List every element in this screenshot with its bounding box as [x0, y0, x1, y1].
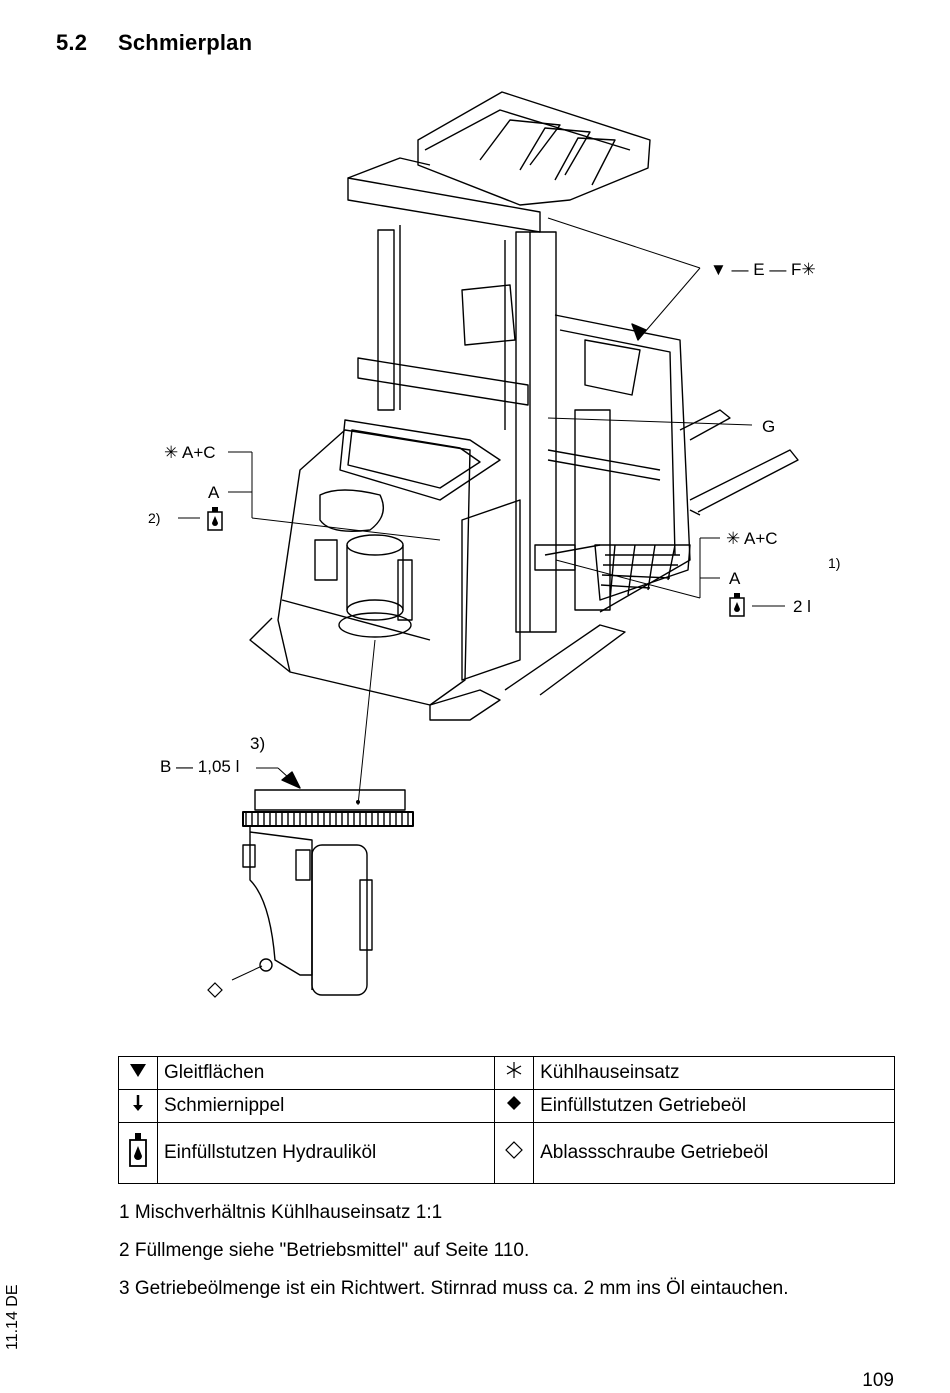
legend-row: Gleitflächen Kühlhauseinsatz	[118, 1056, 895, 1090]
leader-lines	[178, 217, 785, 981]
legend-label: Einfüllstutzen Getriebeöl	[533, 1089, 895, 1123]
callout-right-a: A	[729, 569, 741, 588]
forks	[679, 409, 799, 516]
operator-frame	[461, 284, 691, 613]
legend-label: Schmiernippel	[156, 1089, 496, 1123]
note-2: 2 Füllmenge siehe "Betriebsmittel" auf S…	[119, 1240, 530, 1261]
outline-diamond-icon	[207, 982, 223, 998]
legend-symbol-cell	[118, 1089, 158, 1123]
gearbox-detail	[242, 789, 414, 996]
hydraulic-oil-filler-icon	[207, 507, 223, 531]
legend-label: Kühlhauseinsatz	[533, 1056, 895, 1090]
callout-right-ac: ✳ A+C	[726, 529, 778, 548]
callout-sliding-surfaces: ▼ — E — F✳	[710, 260, 816, 279]
callout-left-ac: ✳ A+C	[164, 443, 216, 462]
legend-label: Ablassschraube Getriebeöl	[533, 1122, 895, 1184]
callout-note-3: 3)	[250, 734, 266, 753]
legend-symbol-cell	[118, 1122, 158, 1184]
section-title: Schmierplan	[118, 30, 253, 55]
lubrication-diagram	[178, 91, 799, 998]
hydraulic-oil-filler-icon	[729, 593, 745, 617]
legend-label: Gleitflächen	[156, 1056, 496, 1090]
gear-oil-filler-marker	[356, 800, 360, 804]
section-number: 5.2	[56, 30, 88, 55]
hydraulic-oil-filler-icon	[129, 1133, 147, 1167]
date-code: 11.14 DE	[4, 1284, 21, 1350]
callout-note-2: 2)	[148, 510, 161, 526]
legend-table: Gleitflächen Kühlhauseinsatz Schmiernipp…	[118, 1056, 895, 1184]
legend-symbol-cell	[494, 1089, 535, 1123]
section-heading: 5.2 Schmierplan	[56, 30, 252, 56]
legend-symbol-cell	[118, 1056, 158, 1090]
legend-symbol-cell	[494, 1056, 535, 1090]
grease-nipple-icon	[133, 1095, 143, 1111]
callout-g: G	[762, 417, 776, 436]
callout-b-amount: B — 1,05 l	[160, 757, 240, 776]
triangle-down-icon	[130, 1064, 146, 1077]
legend-row: Einfüllstutzen Hydrauliköl Ablassschraub…	[118, 1122, 895, 1184]
overhead-guard	[347, 91, 651, 233]
mast	[357, 225, 557, 633]
legend-row: Schmiernippel Einfüllstutzen Getriebeöl	[118, 1089, 895, 1123]
note-1: 1 Mischverhältnis Kühlhauseinsatz 1:1	[119, 1202, 443, 1223]
asterisk-icon	[506, 1062, 522, 1078]
page-number: 109	[862, 1370, 894, 1391]
outline-diamond-icon	[505, 1141, 523, 1159]
filled-diamond-icon	[507, 1096, 522, 1110]
note-3: 3 Getriebeölmenge ist ein Richtwert. Sti…	[119, 1278, 789, 1299]
callout-note-1: 1)	[828, 555, 841, 571]
legend-symbol-cell	[494, 1122, 535, 1184]
callout-left-a: A	[208, 483, 220, 502]
legend-label: Einfüllstutzen Hydrauliköl	[156, 1122, 496, 1184]
callout-right-amount: 2 l	[793, 597, 811, 616]
drive-housing	[249, 419, 626, 721]
